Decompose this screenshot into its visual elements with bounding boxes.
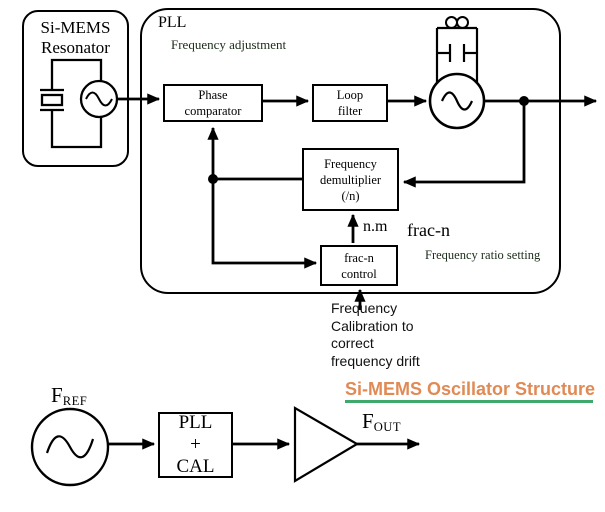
- pllcal-line3: CAL: [176, 455, 215, 477]
- fref-subscript: REF: [62, 394, 88, 409]
- fracn-control-block: frac-n control: [320, 245, 398, 286]
- title-underline: [345, 400, 593, 403]
- resonator-title: Si-MEMS Resonator: [22, 18, 129, 59]
- pll-title: PLL: [158, 14, 187, 31]
- branch-to-fracn-control: [211, 179, 318, 269]
- calibration-line1: Frequency: [331, 300, 398, 316]
- loop-filter-block: Loop filter: [312, 84, 388, 122]
- nm-label: n.m: [363, 218, 388, 235]
- phase-comparator-block: Phase comparator: [163, 84, 263, 122]
- amplifier-triangle-icon: [293, 406, 360, 483]
- fref-base: F: [51, 383, 63, 407]
- fref-sine-icon: [45, 435, 95, 459]
- fracn-label: frac-n: [407, 220, 450, 240]
- page-title: Si-MEMS Oscillator Structure: [345, 379, 596, 399]
- vco: [428, 16, 486, 130]
- fout-subscript: OUT: [373, 420, 402, 435]
- resonator-circuit: [40, 58, 119, 149]
- loop-filter-line1: Loop: [336, 88, 364, 102]
- fracn-sublabel: Frequency ratio setting: [425, 248, 541, 262]
- resonator-sine-icon: [85, 91, 113, 107]
- pll-box: [140, 8, 561, 294]
- fout-label: FOUT: [362, 409, 401, 435]
- resonator-title-line1: Si-MEMS: [40, 18, 111, 37]
- resonator-wire-bottom: [50, 110, 103, 149]
- fracn-control-line1: frac-n: [344, 250, 374, 265]
- pllcal-line2: +: [190, 434, 201, 456]
- pll-subtitle: Frequency adjustment: [171, 37, 287, 52]
- fracn-control-line2: control: [341, 266, 377, 281]
- loop-filter-line2: filter: [337, 104, 363, 118]
- resonator-wire-top: [50, 58, 103, 90]
- demultiplier-to-phase: [207, 126, 302, 181]
- calibration-line3: correct: [331, 335, 374, 351]
- fref-oscillator-icon: [30, 407, 110, 487]
- pllcal-line1: PLL: [178, 412, 213, 434]
- calibration-line2: Calibration to: [331, 317, 414, 334]
- calibration-line4: frequency drift: [331, 352, 420, 369]
- inductor-icon: [445, 16, 469, 29]
- crystal-icon: [40, 88, 64, 112]
- feedback-to-demultiplier: [402, 101, 526, 188]
- fout-base: F: [362, 409, 374, 433]
- fref-label: FREF: [51, 383, 87, 409]
- junction-dot-output: [519, 96, 529, 106]
- capacitor-icon: [437, 44, 477, 62]
- demultiplier-line3: (/n): [341, 188, 360, 203]
- calibration-note: Frequency Calibration to correct frequen…: [331, 300, 420, 370]
- demultiplier-line1: Frequency: [324, 156, 377, 171]
- demultiplier-line2: demultiplier: [319, 172, 382, 187]
- resonator-box: [22, 10, 129, 167]
- phase-comparator-line2: comparator: [184, 104, 242, 118]
- frequency-demultiplier-block: Frequency demultiplier (/n): [302, 148, 399, 211]
- resonator-title-line2: Resonator: [41, 38, 110, 58]
- pll-cal-block: PLL + CAL: [158, 412, 233, 478]
- junction-dot-feedback: [208, 174, 218, 184]
- vco-sine-icon: [440, 91, 474, 111]
- fref-source: [30, 407, 110, 487]
- phase-comparator-line1: Phase: [198, 88, 228, 102]
